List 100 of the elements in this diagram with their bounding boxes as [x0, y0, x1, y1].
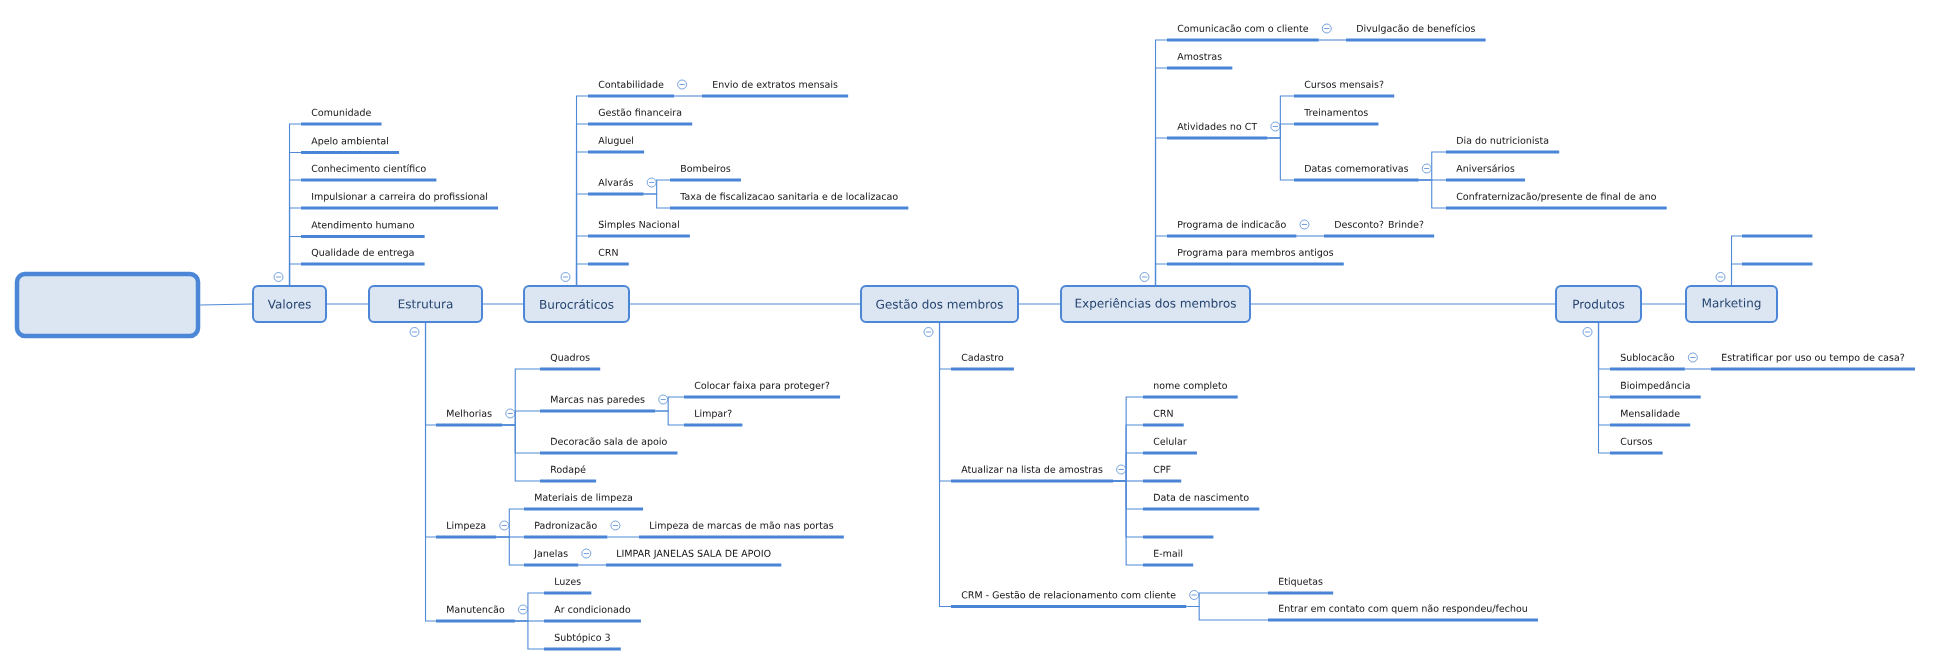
- underlined-topic: Confraternizacão/presente de final de ano: [1446, 192, 1667, 210]
- connector-line: [1018, 303, 1061, 305]
- topic-box: Marketing: [1685, 285, 1778, 323]
- underlined-topic: E-mail: [1143, 549, 1194, 567]
- underlined-topic: Atualizar na lista de amostras: [951, 465, 1114, 483]
- underlined-topic: Atividades no CT: [1167, 122, 1268, 140]
- underlined-topic: Desconto? Brinde?: [1324, 220, 1435, 238]
- underlined-topic: Conhecimento científico: [301, 164, 437, 182]
- underlined-topic: Divulgacão de benefícios: [1346, 24, 1486, 42]
- underlined-topic: Melhorias: [436, 409, 503, 427]
- topic-underline: [1143, 535, 1214, 539]
- underlined-topic: Mensalidade: [1610, 409, 1691, 427]
- underlined-topic: Luzes: [544, 577, 592, 595]
- connector-line: [673, 95, 703, 97]
- underlined-topic: Amostras: [1167, 52, 1233, 70]
- connector-line: [1112, 480, 1144, 566]
- underlined-topic: Etiquetas: [1268, 577, 1334, 595]
- connector-line: [938, 322, 952, 608]
- underlined-topic: Limpeza: [436, 521, 497, 539]
- connector-line: [495, 536, 525, 566]
- underlined-topic: Gestão financeira: [588, 108, 693, 126]
- underlined-topic: Limpeza de marcas de mão nas portas: [639, 521, 844, 539]
- underlined-topic: Programa de indicacão: [1167, 220, 1297, 238]
- underlined-topic: Decoracão sala de apoio: [540, 437, 678, 455]
- underlined-topic: Impulsionar a carreira do profissional: [301, 192, 499, 210]
- underlined-topic: Aluguel: [588, 136, 645, 154]
- underlined-topic: Bioimpedância: [1610, 381, 1701, 399]
- underlined-topic: CRN: [588, 248, 629, 266]
- connector-line: [1154, 263, 1168, 286]
- connector-line: [575, 263, 589, 286]
- underlined-topic: Janelas: [524, 549, 579, 567]
- connector-line: [288, 263, 302, 286]
- topic-underline: [1742, 262, 1813, 266]
- topic-box: Valores: [252, 285, 327, 323]
- underlined-topic: Qualidade de entrega: [301, 248, 425, 266]
- underlined-topic: Alvarás: [588, 178, 644, 196]
- topic-box: Produtos: [1555, 285, 1642, 323]
- connector-line: [482, 303, 524, 305]
- underlined-topic: Padronizacão: [524, 521, 608, 539]
- underlined-topic: Simples Nacional: [588, 220, 690, 238]
- underlined-topic: Taxa de fiscalizacao sanitaria e de localizacao: [670, 192, 909, 210]
- connector-line: [1418, 179, 1447, 209]
- connector-line: [577, 564, 607, 566]
- underlined-topic: Estratificar por uso ou tempo de casa?: [1711, 353, 1915, 371]
- underlined-topic: Marcas nas paredes: [540, 395, 656, 413]
- underlined-topic: Programa para membros antigos: [1167, 248, 1344, 266]
- underlined-topic: Envio de extratos mensais: [702, 80, 849, 98]
- underlined-topic: Ar condicionado: [544, 605, 641, 623]
- underlined-topic: Contabilidade: [588, 80, 675, 98]
- connector-line: [1185, 605, 1269, 621]
- topic-box: Estrutura: [368, 285, 483, 323]
- underlined-topic: Cadastro: [951, 353, 1014, 371]
- connector-line: [1295, 235, 1325, 237]
- underlined-topic: Treinamentos: [1294, 108, 1379, 126]
- underlined-topic: Cursos mensais?: [1294, 80, 1395, 98]
- underlined-topic: CRM - Gestão de relacionamento com cliente: [951, 590, 1187, 608]
- underlined-topic: Materiais de limpeza: [524, 493, 644, 511]
- connector-line: [424, 322, 437, 622]
- connector-line: [654, 410, 685, 426]
- underlined-topic: Celular: [1143, 437, 1197, 455]
- topic-underline: [1742, 234, 1813, 238]
- underlined-topic: Sublocacão: [1610, 353, 1685, 371]
- underlined-topic: Apelo ambiental: [301, 137, 400, 154]
- connector-line: [199, 303, 253, 306]
- connector-line: [501, 424, 541, 482]
- underlined-topic: CPF: [1143, 465, 1182, 483]
- underlined-topic: Subtópico 3: [544, 633, 621, 651]
- underlined-topic: Cursos: [1610, 437, 1663, 455]
- connector-line: [1684, 368, 1712, 370]
- underlined-topic: Bombeiros: [670, 164, 741, 182]
- underlined-topic: Comunidade: [301, 108, 382, 126]
- underlined-topic: Rodapé: [540, 465, 597, 483]
- underlined-topic: Aniversários: [1446, 164, 1525, 182]
- underlined-topic: LIMPAR JANELAS SALA DE APOIO: [606, 549, 782, 567]
- topic-box: Experiências dos membros: [1060, 285, 1251, 323]
- underlined-topic: Colocar faixa para proteger?: [684, 381, 841, 399]
- connector-line: [629, 303, 861, 305]
- connector-line: [1266, 137, 1295, 181]
- connector-line: [326, 303, 369, 305]
- underlined-topic: Entrar em contato com quem não respondeu/fechou: [1268, 604, 1538, 622]
- underlined-topic: nome completo: [1143, 381, 1238, 399]
- underlined-topic: Dia do nutricionista: [1446, 136, 1560, 154]
- connector-line: [643, 193, 671, 209]
- connector-line: [514, 620, 545, 650]
- connector-line: [1730, 263, 1743, 286]
- underlined-topic: CRN: [1143, 409, 1184, 427]
- central-box: [14, 271, 201, 339]
- underlined-topic: Datas comemorativas: [1294, 164, 1419, 182]
- underlined-topic: Limpar?: [684, 409, 743, 427]
- connector-line: [1641, 303, 1686, 305]
- underlined-topic: Data de nascimento: [1143, 493, 1260, 511]
- connector-line: [1250, 303, 1556, 305]
- underlined-topic: Manutencão: [436, 605, 515, 623]
- topic-box: Burocráticos: [523, 285, 630, 323]
- connector-line: [1597, 322, 1611, 454]
- connector-line: [1318, 39, 1347, 41]
- underlined-topic: Quadros: [540, 353, 601, 371]
- topic-box: Gestão dos membros: [860, 285, 1019, 323]
- underlined-topic: Atendimento humano: [301, 221, 425, 238]
- connector-line: [606, 536, 640, 538]
